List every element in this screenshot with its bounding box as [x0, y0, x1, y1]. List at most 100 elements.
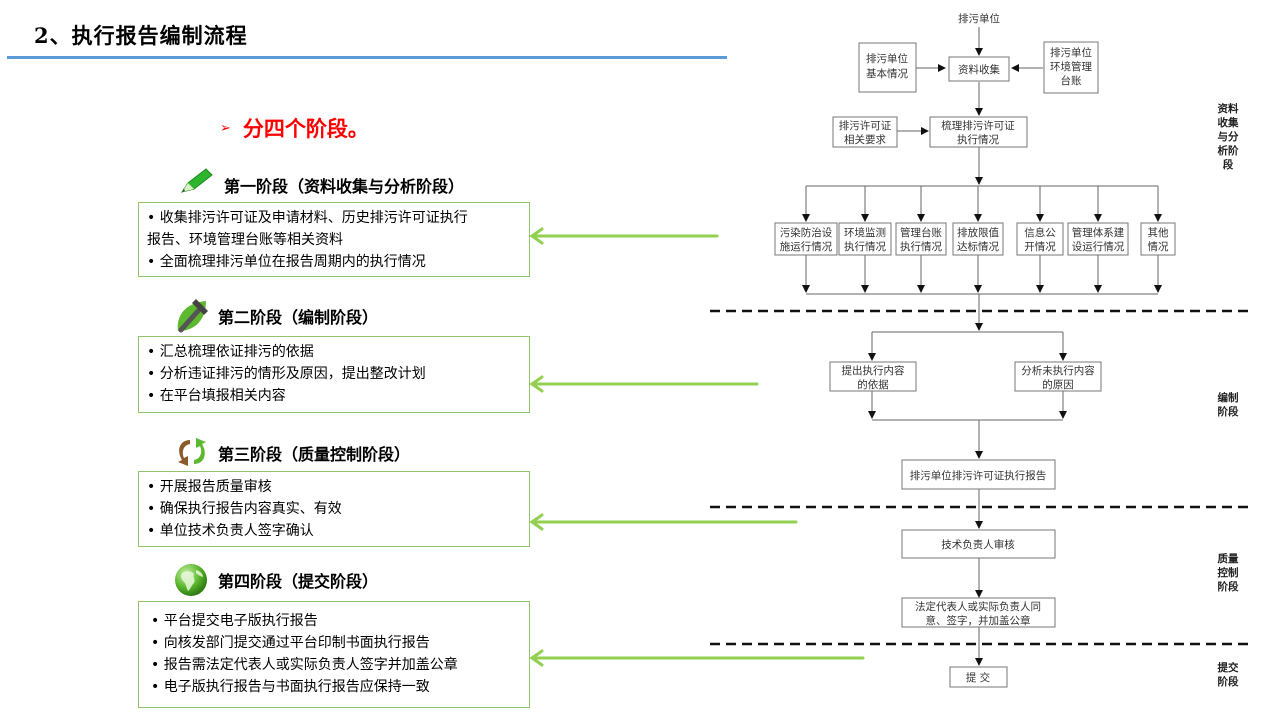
svg-text:基本情况: 基本情况 [866, 67, 908, 80]
flow-stage-label-text: 控制 [1218, 566, 1239, 579]
stage-3-title: 第三阶段（质量控制阶段） [218, 445, 411, 464]
pencil-icon [178, 166, 216, 204]
flow-stage-label-text: 编制 [1218, 391, 1239, 404]
flow-stage-label: 提交阶段 [1218, 661, 1240, 688]
flow-item-text: 执行情况 [900, 240, 942, 253]
stage-4-line: • 平台提交电子版执行报告 [151, 613, 318, 629]
flow-item-text: 设运行情况 [1072, 240, 1125, 253]
stage-1-title: 第一阶段（资料收集与分析阶段） [224, 177, 465, 196]
recycle-arrows-icon [172, 434, 210, 472]
svg-text:提出执行内容: 提出执行内容 [842, 364, 905, 377]
stage-2-connector-arrow [529, 375, 759, 393]
stage-1-line: • 收集排污许可证及申请材料、历史排污许可证执行 [147, 210, 468, 226]
flow-stage-label-text: 段 [1223, 158, 1234, 171]
flow-item-text: 污染防治设 [780, 226, 833, 239]
svg-text:提 交: 提 交 [966, 671, 991, 684]
globe-icon [172, 561, 210, 599]
hammer-leaf-icon [172, 297, 210, 335]
svg-text:梳理排污许可证: 梳理排污许可证 [941, 119, 1015, 132]
svg-text:环境管理: 环境管理 [1050, 60, 1092, 73]
stage-1-line: • 全面梳理排污单位在报告周期内的执行情况 [147, 254, 426, 270]
svg-text:排污单位: 排污单位 [866, 52, 908, 65]
flow-item-text: 管理体系建 [1072, 226, 1125, 239]
flow-stage-label-text: 资料 [1218, 102, 1240, 115]
flow-box-sign-seal: 法定代表人或实际负责人同 意、签字，并加盖公章 [901, 597, 1056, 628]
stage-2-box: • 汇总梳理依证排污的依据 • 分析违证排污的情形及原因，提出整改计划 • 在平… [138, 336, 530, 413]
stage-4-line: • 向核发部门提交通过平台印制书面执行报告 [151, 635, 430, 651]
flow-source: 排污单位 [958, 12, 1000, 25]
flow-box-basis: 提出执行内容 的依据 [829, 361, 917, 392]
flow-item-text: 其他 [1148, 226, 1170, 239]
subtitle: ➢ 分四个阶段。 [220, 113, 369, 143]
stage-1-box: • 收集排污许可证及申请材料、历史排污许可证执行 报告、环境管理台账等相关资料 … [138, 202, 530, 277]
svg-text:法定代表人或实际负责人同: 法定代表人或实际负责人同 [915, 600, 1041, 613]
flow-stage-label-text: 析阶 [1218, 144, 1240, 157]
flow-box-reasons: 分析未执行内容 的原因 [1014, 361, 1102, 392]
flow-box-tech-review: 技术负责人审核 [901, 529, 1056, 559]
flow-stage-label-text: 阶段 [1218, 580, 1240, 593]
stage-3-line: • 单位技术负责人签字确认 [147, 523, 314, 539]
flow-item-text: 排放限值 [957, 226, 999, 239]
page-title: 2、执行报告编制流程 [34, 23, 248, 48]
flow-box-review-permit: 梳理排污许可证 执行情况 [929, 116, 1028, 148]
flow-box-env-ledger: 排污单位 环境管理 台账 [1043, 41, 1099, 94]
flow-item-text: 施运行情况 [780, 240, 833, 253]
stage-2-line: • 在平台填报相关内容 [147, 388, 286, 404]
stage-1-connector-arrow [529, 227, 719, 245]
svg-text:排污单位排污许可证执行报告: 排污单位排污许可证执行报告 [910, 469, 1047, 482]
flow-stage-label: 编制阶段 [1218, 391, 1240, 418]
svg-text:执行情况: 执行情况 [957, 133, 999, 146]
stage-4-line: • 报告需法定代表人或实际负责人签字并加盖公章 [151, 657, 458, 673]
stage-2-title: 第二阶段（编制阶段） [218, 308, 379, 327]
svg-text:排污单位: 排污单位 [1050, 46, 1092, 59]
stage-3-box: • 开展报告质量审核 • 确保执行报告内容真实、有效 • 单位技术负责人签字确认 [138, 471, 530, 547]
svg-text:的依据: 的依据 [857, 378, 889, 391]
flow-item-text: 信息公 [1024, 226, 1056, 239]
flow-item-text: 执行情况 [844, 240, 886, 253]
svg-text:意、签字，并加盖公章: 意、签字，并加盖公章 [926, 614, 1031, 627]
stage-3-heading: 第三阶段（质量控制阶段） [172, 434, 410, 472]
stage-2-line: • 汇总梳理依证排污的依据 [147, 344, 314, 360]
svg-text:分析未执行内容: 分析未执行内容 [1021, 364, 1095, 377]
flow-item-text: 管理台账 [900, 226, 942, 239]
flow-stage-label-text: 质量 [1218, 552, 1240, 565]
svg-text:技术负责人审核: 技术负责人审核 [941, 538, 1015, 551]
flow-box-submit: 提 交 [949, 666, 1008, 688]
flow-item-text: 开情况 [1024, 240, 1056, 253]
stage-4-connector-arrow [529, 649, 865, 667]
flow-item-text: 环境监测 [844, 226, 886, 239]
stage-4-box: • 平台提交电子版执行报告 • 向核发部门提交通过平台印制书面执行报告 • 报告… [138, 601, 530, 708]
flow-stage-label-text: 收集 [1218, 116, 1240, 129]
stage-3-line: • 确保执行报告内容真实、有效 [147, 501, 342, 517]
stage-3-connector-arrow [529, 513, 798, 531]
stage-dividers [710, 309, 1250, 646]
svg-text:排污许可证: 排污许可证 [839, 119, 892, 132]
stage-4-heading: 第四阶段（提交阶段） [172, 561, 378, 599]
flow-stage-label-text: 阶段 [1218, 675, 1240, 688]
flow-stage-label-text: 阶段 [1218, 405, 1240, 418]
svg-text:资料收集: 资料收集 [958, 63, 1000, 76]
svg-text:的原因: 的原因 [1042, 378, 1074, 391]
stage-4-title: 第四阶段（提交阶段） [218, 572, 379, 591]
stage-2-heading: 第二阶段（编制阶段） [172, 297, 378, 335]
flow-stage-label: 资料收集与分析阶段 [1218, 102, 1240, 171]
flow-item-text: 情况 [1148, 240, 1170, 253]
arrow-bullet-icon: ➢ [220, 120, 231, 136]
stage-2-line: • 分析违证排污的情形及原因，提出整改计划 [147, 366, 426, 382]
flow-box-permit-requirements: 排污许可证 相关要求 [832, 116, 898, 148]
stage-1-line: 报告、环境管理台账等相关资料 [147, 232, 343, 248]
stage-3-line: • 开展报告质量审核 [147, 479, 272, 495]
title-divider [7, 56, 727, 59]
stage-1-heading: 第一阶段（资料收集与分析阶段） [178, 166, 464, 204]
svg-text:台账: 台账 [1061, 74, 1083, 87]
flow-stage-label-text: 与分 [1218, 130, 1240, 143]
